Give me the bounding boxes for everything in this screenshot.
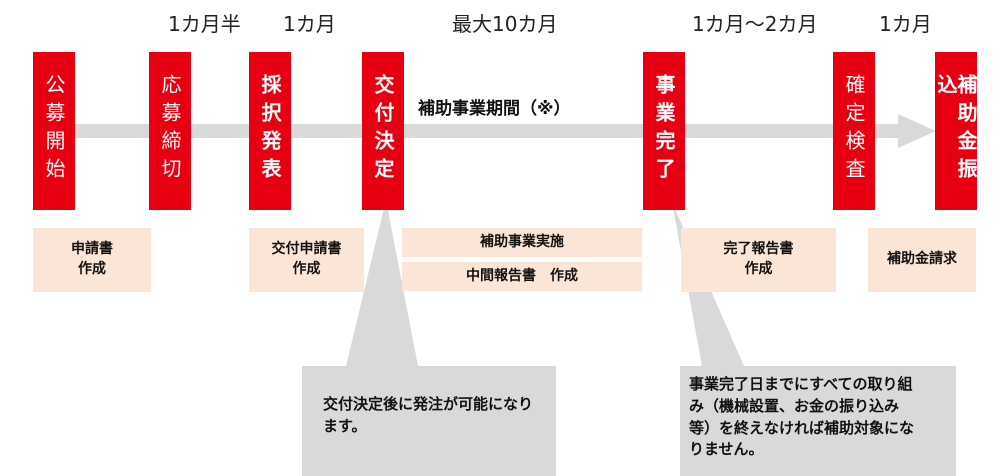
task-subsidy-claim: 補助金請求: [868, 228, 976, 292]
duration-label: 1カ月～2カ月: [692, 12, 818, 36]
step-label: 確定検査: [842, 74, 866, 186]
task-project-implementation: 補助事業実施: [402, 228, 642, 257]
timeline-arrow-bar: [75, 124, 905, 138]
duration-label: 1カ月: [879, 12, 932, 36]
step-adoption-announcement: 採択発表: [249, 52, 291, 210]
step-label: 補助金振込: [934, 74, 978, 186]
step-label: 公募開始: [42, 74, 66, 186]
duration-label: 1カ月半: [168, 12, 241, 36]
completion-requirement-note: 事業完了日までにすべての取り組み（機械設置、お金の振り込み等）を終えなければ補助…: [689, 375, 915, 459]
step-public-offering-start: 公募開始: [33, 52, 75, 210]
task-application-form: 申請書 作成: [33, 228, 151, 292]
task-interim-report: 中間報告書 作成: [402, 262, 642, 291]
duration-label: 1カ月: [283, 12, 336, 36]
project-period-label: 補助事業期間（※）: [418, 99, 571, 119]
step-label: 応募締切: [158, 74, 182, 186]
duration-label: 最大10カ月: [452, 12, 558, 36]
step-grant-decision: 交付決定: [362, 52, 404, 210]
timeline-arrow-head: [898, 114, 936, 148]
step-subsidy-transfer: 補助金振込: [934, 52, 978, 210]
step-label: 採択発表: [258, 74, 282, 186]
step-project-completion: 事業完了: [643, 52, 685, 210]
step-application-deadline: 応募締切: [149, 52, 191, 210]
step-final-inspection: 確定検査: [833, 52, 875, 210]
step-label: 事業完了: [652, 74, 676, 186]
order-callout-shape: [302, 200, 556, 476]
task-grant-application-form: 交付申請書 作成: [249, 228, 364, 292]
step-label: 交付決定: [371, 74, 395, 186]
task-completion-report: 完了報告書 作成: [681, 228, 836, 292]
completion-callout-shape: [672, 202, 956, 476]
order-timing-note: 交付決定後に発注が可能になります。: [323, 395, 534, 435]
